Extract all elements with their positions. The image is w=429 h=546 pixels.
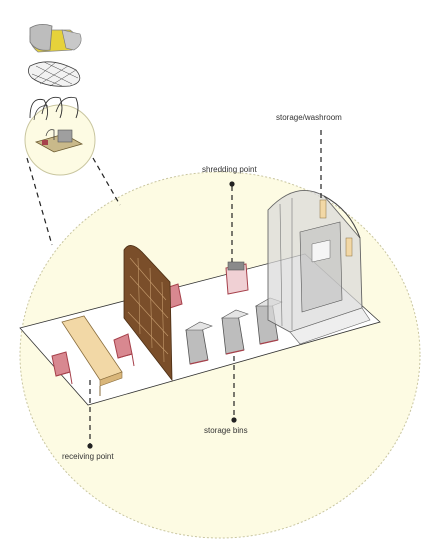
yellow-tube-module-icon	[30, 24, 81, 52]
shredder-unit	[226, 262, 248, 294]
inset-connector-right	[93, 158, 120, 205]
label-storage-washroom: storage/washroom	[276, 113, 342, 122]
label-storage-bins: storage bins	[204, 426, 248, 435]
mesh-cocoon-icon	[28, 62, 79, 87]
label-receiving-point: receiving point	[62, 452, 114, 461]
label-shredding-point: shredding point	[202, 165, 257, 174]
storage-washroom-pod	[268, 190, 370, 344]
